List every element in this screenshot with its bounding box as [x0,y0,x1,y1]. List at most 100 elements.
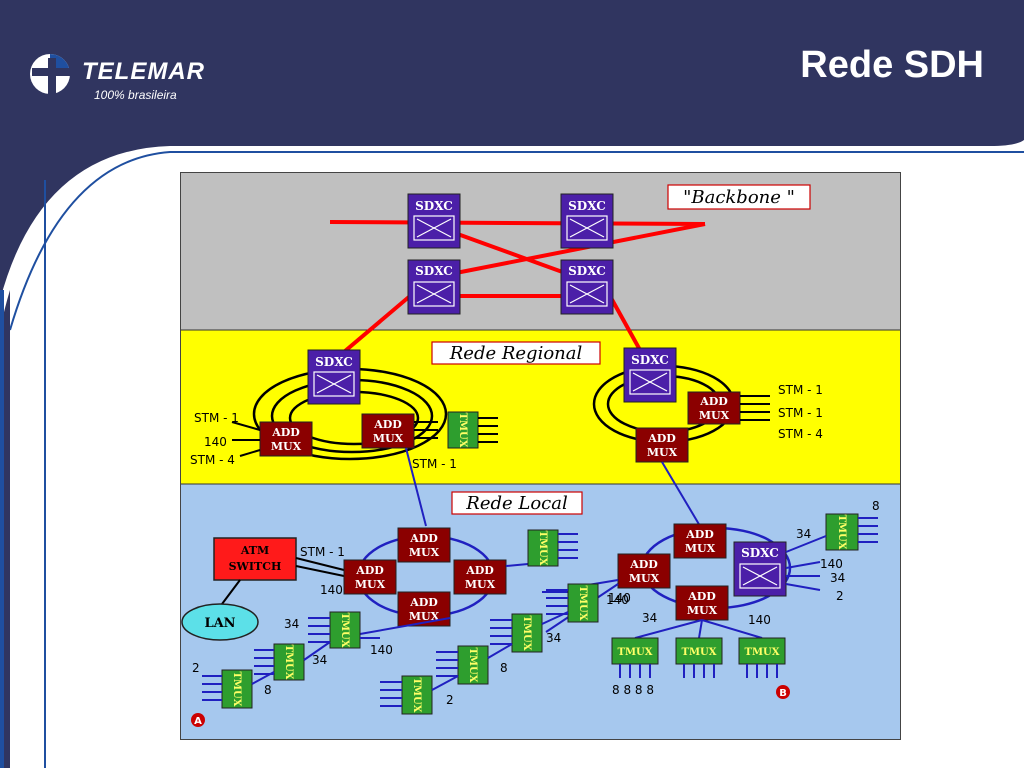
tmux-node: TMUX [329,611,361,649]
tmux-node: TMUX [401,675,433,715]
rate-34-label: 34 [284,617,299,631]
tmux-label: TMUX [682,647,717,658]
tmux-label: TMUX [618,647,653,658]
tmux-label: TMUX [577,586,588,621]
add-label: ADD [409,596,438,609]
rate-140-label: 140 [748,613,771,627]
tmux-label: TMUX [745,647,780,658]
add-mux-node: ADD MUX [259,421,313,457]
add-mux-node: ADD MUX [397,527,451,563]
rate-8-label: 8 [872,499,880,513]
regional-label: Rede Regional [449,343,583,364]
add-label: ADD [355,564,384,577]
mux-label: MUX [355,578,386,591]
add-label: ADD [465,564,494,577]
add-mux-node: ADD MUX [673,523,727,559]
rate-140-label: 140 [204,435,227,449]
mux-label: MUX [409,610,440,623]
sdxc-label: SDXC [741,546,779,560]
mux-label: MUX [629,572,660,585]
mux-label: MUX [685,542,716,555]
rate-34-label: 34 [546,631,561,645]
left-bar-line-2 [44,180,46,768]
rate-8-label: 8 [500,661,508,675]
tmux-label: TMUX [231,672,242,707]
tmux-label: TMUX [537,531,548,566]
mux-label: MUX [647,446,678,459]
sdxc-node: SDXC [733,541,787,597]
tmux-node: TMUX [273,643,305,681]
rate-8-label: 8 [264,683,272,697]
sdxc-node: SDXC [623,347,677,403]
add-mux-node: ADD MUX [635,427,689,463]
tmux-node: TMUX [527,529,559,567]
stm4-label: STM - 4 [778,427,823,441]
backbone-link [329,220,706,226]
stm1-label: STM - 1 [194,411,239,425]
rate-140-label: 140 [606,593,629,607]
add-label: ADD [409,532,438,545]
rates-8888-label: 8 8 8 8 [612,683,654,697]
add-label: ADD [647,432,676,445]
stm1-label: STM - 1 [412,457,457,471]
tmux-node: TMUX [738,637,786,665]
switch-label: SWITCH [229,560,282,573]
add-mux-node: ADD MUX [343,559,397,595]
rate-140-label: 140 [820,557,843,571]
add-mux-node: ADD MUX [397,591,451,627]
tmux-label: TMUX [457,413,468,448]
rate-2-label: 2 [836,589,844,603]
add-mux-node: ADD MUX [617,553,671,589]
rate-140-label: 140 [370,643,393,657]
tmux-node: TMUX [825,513,859,551]
tmux-node: TMUX [611,637,659,665]
marker-a-icon: A [191,713,205,727]
mux-label: MUX [409,546,440,559]
sdh-network-diagram: "Backbone " Rede Regional Rede Local SDX… [180,172,901,740]
sdxc-label: SDXC [415,264,453,278]
mux-label: MUX [373,432,404,445]
add-label: ADD [373,418,402,431]
stm1-label: STM - 1 [300,545,345,559]
mux-label: MUX [687,604,718,617]
sdxc-label: SDXC [415,199,453,213]
sdxc-label: SDXC [568,264,606,278]
stm1-label: STM - 1 [778,406,823,420]
tmux-node: TMUX [457,645,489,685]
mux-label: MUX [699,409,730,422]
mux-label: MUX [465,578,496,591]
sdxc-node: SDXC [307,349,361,405]
add-mux-node: ADD MUX [453,559,507,595]
atm-label: ATM [240,544,269,557]
telemar-logo: TELEMAR 100% brasileira [28,44,248,108]
rate-34-label: 34 [830,571,845,585]
brand-tagline: 100% brasileira [94,88,177,102]
rate-34-label: 34 [312,653,327,667]
rate-140-label: 140 [320,583,343,597]
tmux-label: TMUX [521,616,532,651]
tmux-label: TMUX [411,678,422,713]
add-label: ADD [687,590,716,603]
lan-node: LAN [181,603,259,641]
marker-a-label: A [194,716,202,727]
tmux-node: TMUX [447,411,479,449]
tmux-label: TMUX [467,648,478,683]
sdxc-node: SDXC [560,259,614,315]
header-swoosh [9,151,1024,331]
tmux-label: TMUX [836,515,847,550]
add-label: ADD [685,528,714,541]
rate-2-label: 2 [446,693,454,707]
lan-label: LAN [204,616,235,631]
sdxc-label: SDXC [631,353,669,367]
stm4-label: STM - 4 [190,453,235,467]
local-label: Rede Local [465,493,568,514]
add-label: ADD [271,426,300,439]
backbone-label: "Backbone " [683,187,795,208]
tmux-node: TMUX [567,583,599,623]
header-band [0,0,1024,300]
left-bar-line [0,290,4,768]
tmux-node: TMUX [675,637,723,665]
rate-34-label: 34 [796,527,811,541]
rate-34-label: 34 [642,611,657,625]
sdxc-label: SDXC [568,199,606,213]
